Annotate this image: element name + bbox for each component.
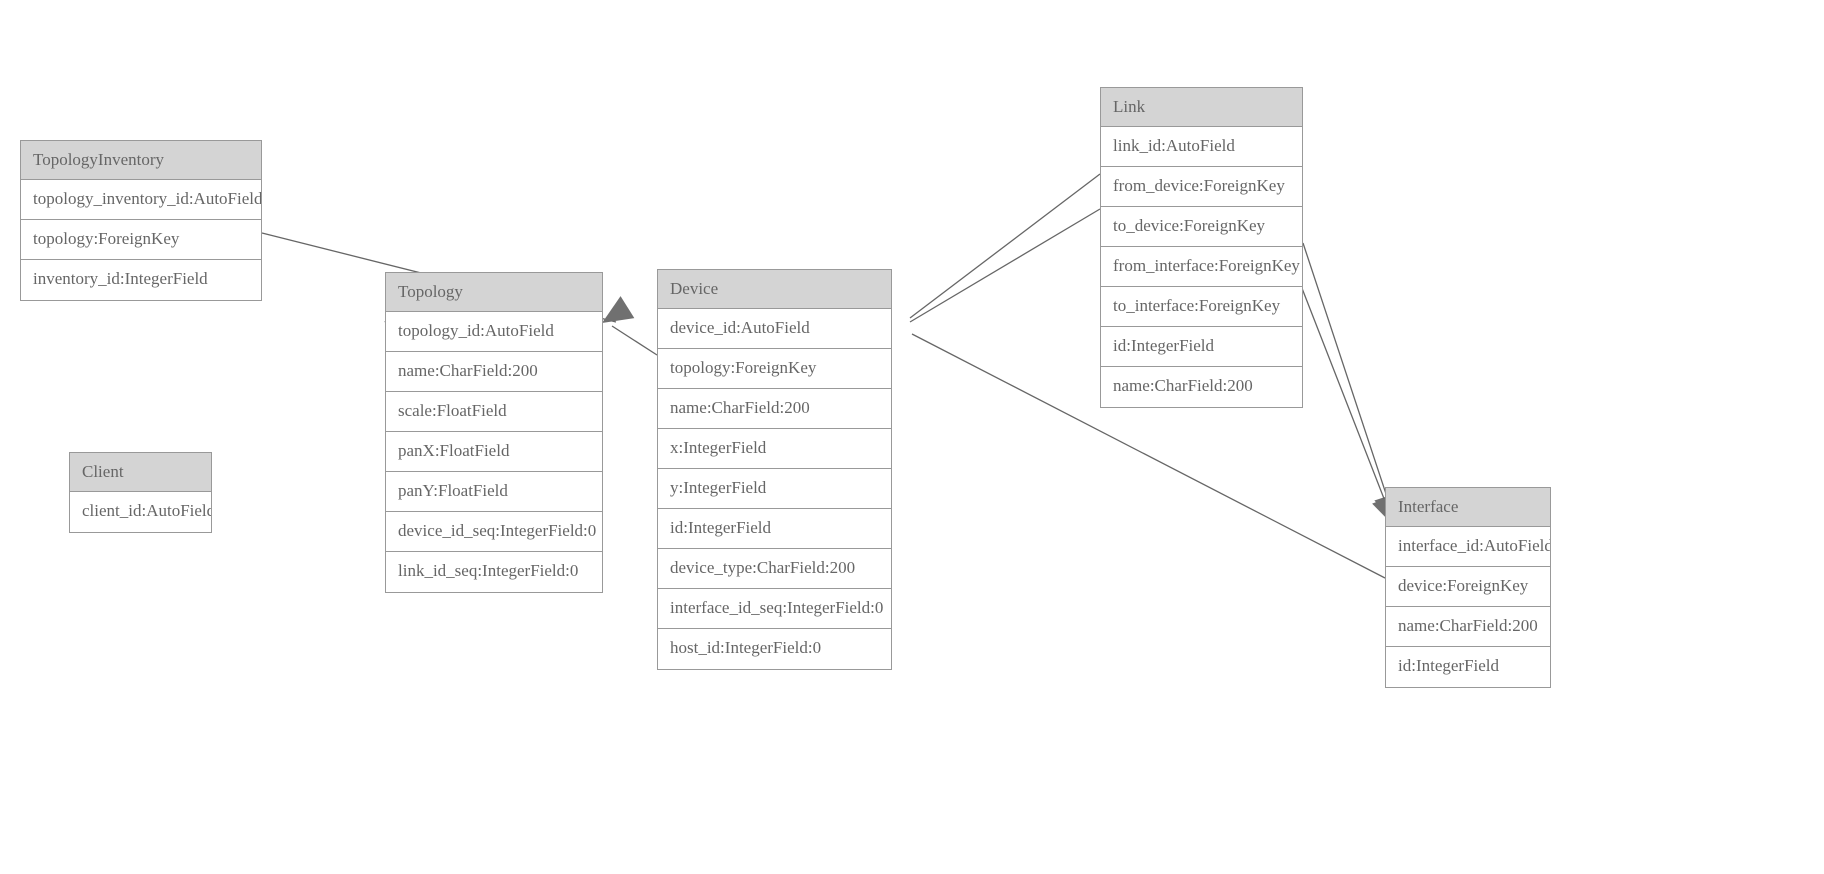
attribute-row: x:IntegerField xyxy=(658,429,891,469)
attribute-row: interface_id:AutoField xyxy=(1386,527,1550,567)
entity-title-link: Link xyxy=(1101,88,1302,127)
attribute-row: id:IntegerField xyxy=(1386,647,1550,687)
attribute-row: from_device:ForeignKey xyxy=(1101,167,1302,207)
attribute-row: to_device:ForeignKey xyxy=(1101,207,1302,247)
attribute-row: topology:ForeignKey xyxy=(658,349,891,389)
relationship-line xyxy=(909,173,1101,319)
attribute-row: id:IntegerField xyxy=(1101,327,1302,367)
entity-title-client: Client xyxy=(70,453,211,492)
relationship-line xyxy=(611,325,658,356)
attribute-row: link_id:AutoField xyxy=(1101,127,1302,167)
attribute-row: name:CharField:200 xyxy=(386,352,602,392)
attribute-row: device_id:AutoField xyxy=(658,309,891,349)
attribute-row: client_id:AutoField xyxy=(70,492,211,532)
entity-title-topology: Topology xyxy=(386,273,602,312)
attribute-row: to_interface:ForeignKey xyxy=(1101,287,1302,327)
attribute-row: scale:FloatField xyxy=(386,392,602,432)
attribute-row: topology_id:AutoField xyxy=(386,312,602,352)
attribute-row: host_id:IntegerField:0 xyxy=(658,629,891,669)
attribute-row: topology_inventory_id:AutoField xyxy=(21,180,261,220)
attribute-row: panY:FloatField xyxy=(386,472,602,512)
rel-link-from-device xyxy=(858,173,1101,348)
attribute-row: name:CharField:200 xyxy=(1386,607,1550,647)
attribute-row: link_id_seq:IntegerField:0 xyxy=(386,552,602,592)
attribute-row: device:ForeignKey xyxy=(1386,567,1550,607)
rel-device-topology xyxy=(602,296,658,356)
attribute-row: inventory_id:IntegerField xyxy=(21,260,261,300)
relationship-line xyxy=(1297,277,1391,515)
attribute-row: device_id_seq:IntegerField:0 xyxy=(386,512,602,552)
attribute-row: panX:FloatField xyxy=(386,432,602,472)
entity-title-topology_inventory: TopologyInventory xyxy=(21,141,261,180)
attribute-row: device_type:CharField:200 xyxy=(658,549,891,589)
attribute-row: id:IntegerField xyxy=(658,509,891,549)
relationship-line xyxy=(909,208,1101,323)
relationship-line xyxy=(1302,242,1393,513)
attribute-row: topology:ForeignKey xyxy=(21,220,261,260)
attribute-row: y:IntegerField xyxy=(658,469,891,509)
entity-title-device: Device xyxy=(658,270,891,309)
entity-title-interface: Interface xyxy=(1386,488,1550,527)
attribute-row: name:CharField:200 xyxy=(658,389,891,429)
attribute-row: from_interface:ForeignKey xyxy=(1101,247,1302,287)
attribute-row: interface_id_seq:IntegerField:0 xyxy=(658,589,891,629)
attribute-row: name:CharField:200 xyxy=(1101,367,1302,407)
rel-link-to-device xyxy=(858,208,1101,350)
